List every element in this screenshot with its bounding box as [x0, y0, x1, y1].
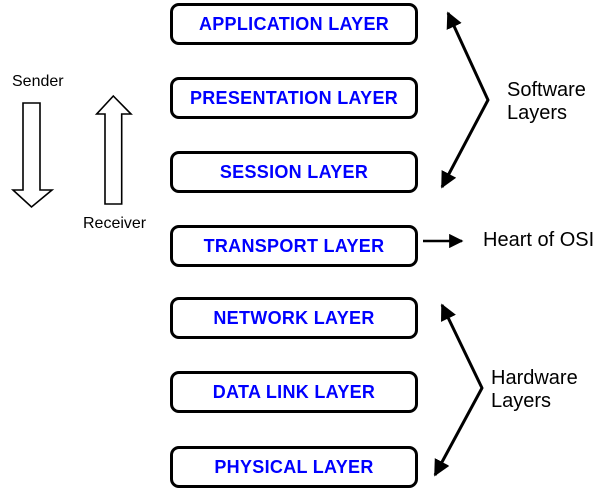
layer-label-application: APPLICATION LAYER [198, 13, 390, 34]
layer-label-network: NETWORK LAYER [213, 307, 375, 328]
hardware-layers-span-arrow-icon [433, 303, 484, 477]
software-layers-span-arrow-icon [440, 11, 490, 189]
layer-box-datalink: DATA LINK LAYER [170, 371, 418, 413]
layer-label-physical: PHYSICAL LAYER [214, 456, 374, 477]
hardware-layers-line2: Layers [491, 390, 552, 412]
layer-box-presentation: PRESENTATION LAYER [170, 77, 418, 119]
layer-box-session: SESSION LAYER [170, 151, 418, 193]
layer-box-network: NETWORK LAYER [170, 297, 418, 339]
sender-label: Sender [12, 73, 64, 90]
layer-label-datalink: DATA LINK LAYER [212, 381, 376, 402]
hardware-layers-line1: Hardware [491, 367, 578, 389]
receiver-up-arrow-icon [94, 94, 133, 205]
layer-label-transport: TRANSPORT LAYER [203, 235, 385, 256]
receiver-label: Receiver [83, 215, 147, 232]
software-layers-annotation: Software Layers [507, 79, 586, 125]
software-layers-line1: Software [507, 79, 586, 101]
layer-label-presentation: PRESENTATION LAYER [189, 87, 399, 108]
layer-box-physical: PHYSICAL LAYER [170, 446, 418, 488]
layer-box-transport: TRANSPORT LAYER [170, 225, 418, 267]
layer-box-application: APPLICATION LAYER [170, 3, 418, 45]
heart-of-osi-label: Heart of OSI [483, 229, 595, 251]
heart-of-osi-arrow-icon [423, 233, 464, 249]
software-layers-line2: Layers [507, 102, 568, 124]
sender-down-arrow-icon [10, 102, 55, 209]
hardware-layers-annotation: Hardware Layers [491, 367, 578, 413]
layer-label-session: SESSION LAYER [219, 161, 369, 182]
